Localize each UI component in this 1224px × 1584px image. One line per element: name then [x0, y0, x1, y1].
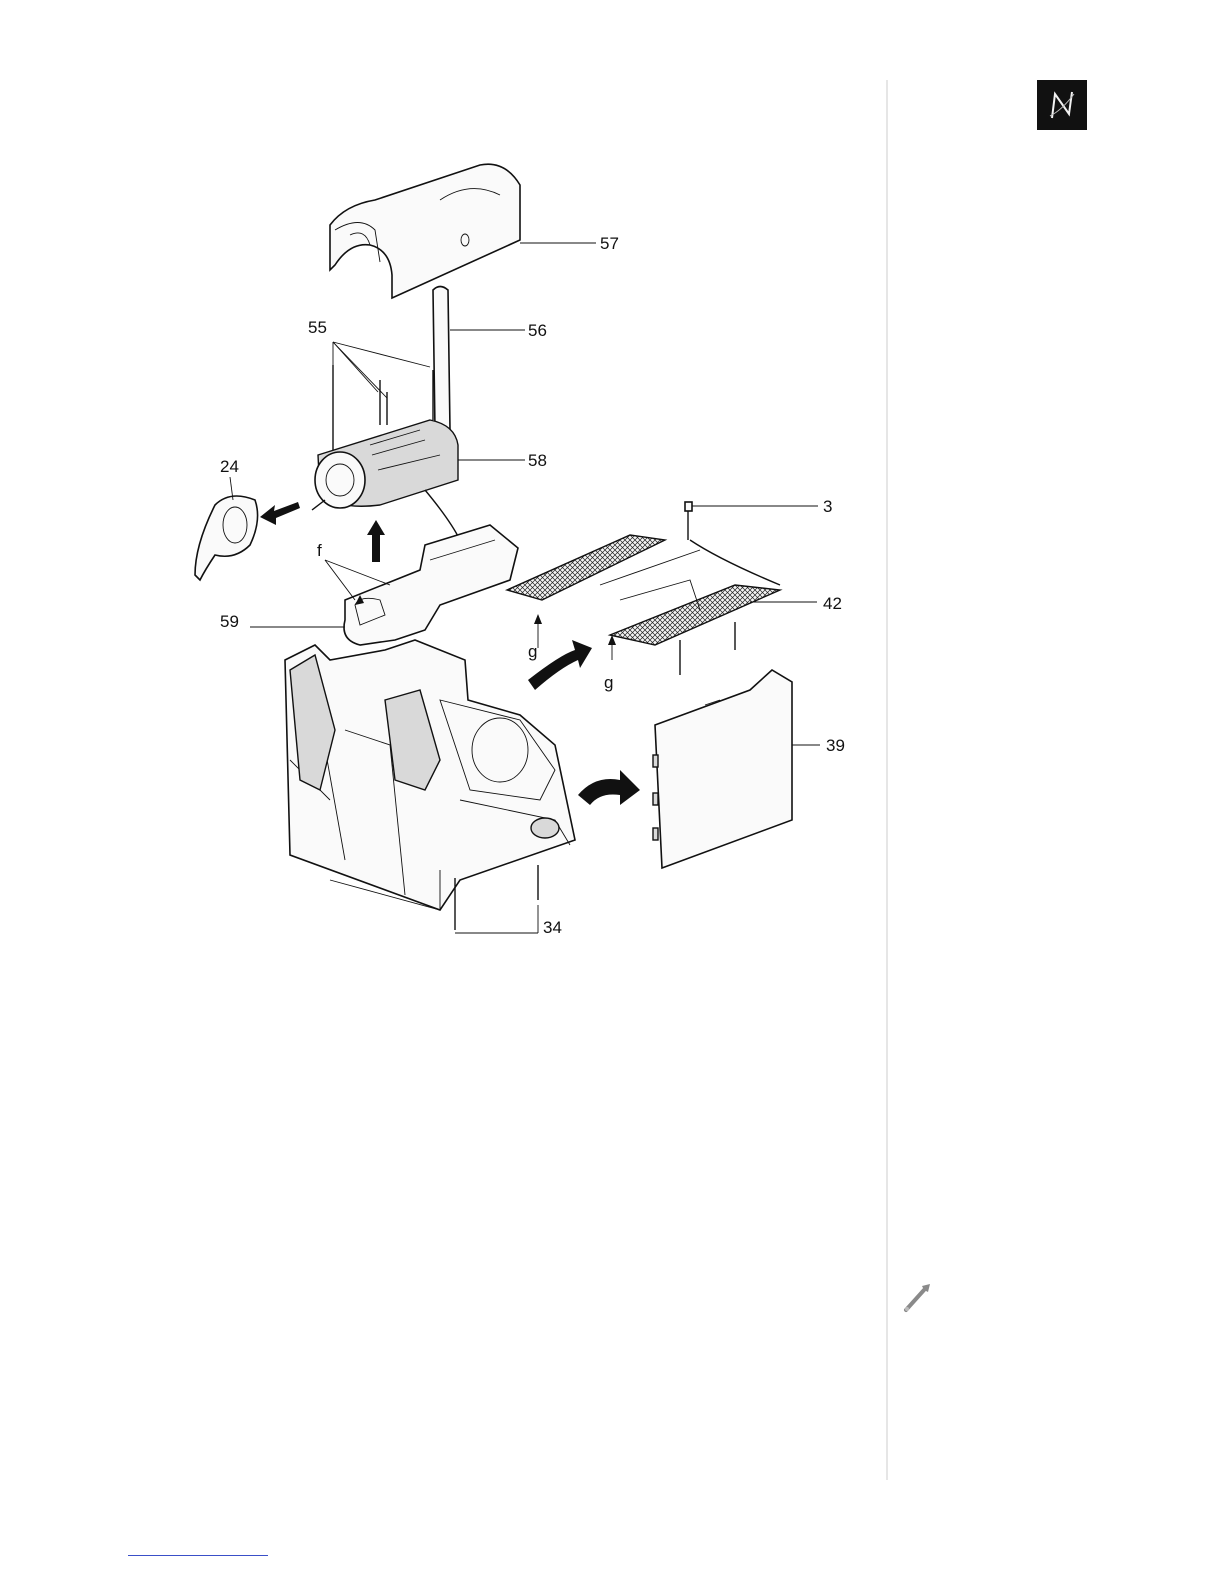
screw-3 [685, 502, 780, 585]
arrow-remove-outlet [260, 502, 300, 525]
arrow-up-unit [367, 520, 385, 562]
callout-g2: g [604, 673, 613, 692]
callout-34: 34 [543, 918, 562, 937]
sidebar-divider [886, 80, 888, 1480]
drip-tray-part [344, 525, 518, 645]
callout-g1: g [528, 642, 537, 661]
exploded-view-diagram: 57 56 55 58 24 3 f 42 59 g g 39 34 [0, 0, 880, 960]
callout-55: 55 [308, 318, 327, 337]
top-cover-part [330, 164, 520, 298]
wrench-icon [900, 1280, 936, 1316]
side-panel-part [653, 670, 792, 868]
arrow-remove-side-panel [578, 770, 640, 805]
callout-f: f [317, 541, 322, 560]
callout-42: 42 [823, 594, 842, 613]
footer-link-underline[interactable] [128, 1555, 268, 1556]
callout-39: 39 [826, 736, 845, 755]
coffee-outlet-part [195, 496, 258, 580]
brewing-unit-part [312, 420, 460, 540]
pointer-g1 [534, 614, 542, 624]
nespresso-n-logo [1037, 80, 1087, 130]
callout-3: 3 [823, 497, 832, 516]
drip-grids-part [507, 535, 780, 675]
callout-57: 57 [600, 234, 619, 253]
callout-58: 58 [528, 451, 547, 470]
callout-59: 59 [220, 612, 239, 631]
callout-24: 24 [220, 457, 239, 476]
callout-56: 56 [528, 321, 547, 340]
